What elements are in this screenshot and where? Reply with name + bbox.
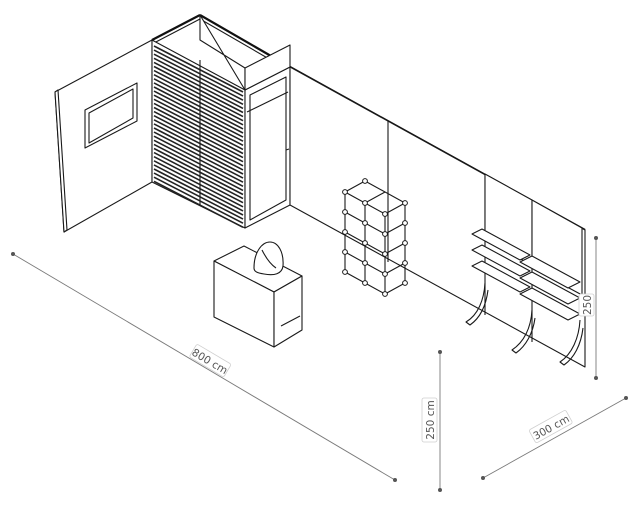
dimension-depth bbox=[481, 396, 628, 480]
label-length: 800 cm bbox=[189, 344, 231, 377]
shelving-unit-right bbox=[511, 255, 584, 366]
svg-text:250: 250 bbox=[582, 295, 594, 315]
dimension-length bbox=[11, 252, 397, 482]
dimension-height-front bbox=[438, 350, 442, 492]
shelving-unit-left bbox=[465, 228, 531, 326]
label-depth: 300 cm bbox=[529, 410, 573, 443]
label-height-front: 250 cm bbox=[421, 397, 438, 443]
chair bbox=[253, 241, 284, 276]
cube-rack bbox=[342, 178, 408, 297]
left-wall bbox=[54, 39, 153, 233]
storage-cabinet bbox=[244, 44, 291, 229]
label-height-side: 250 bbox=[578, 293, 595, 317]
slatted-wall bbox=[151, 14, 246, 229]
svg-text:250 cm: 250 cm bbox=[425, 400, 437, 439]
right-wall bbox=[289, 66, 586, 368]
dimension-height-side bbox=[594, 236, 598, 380]
